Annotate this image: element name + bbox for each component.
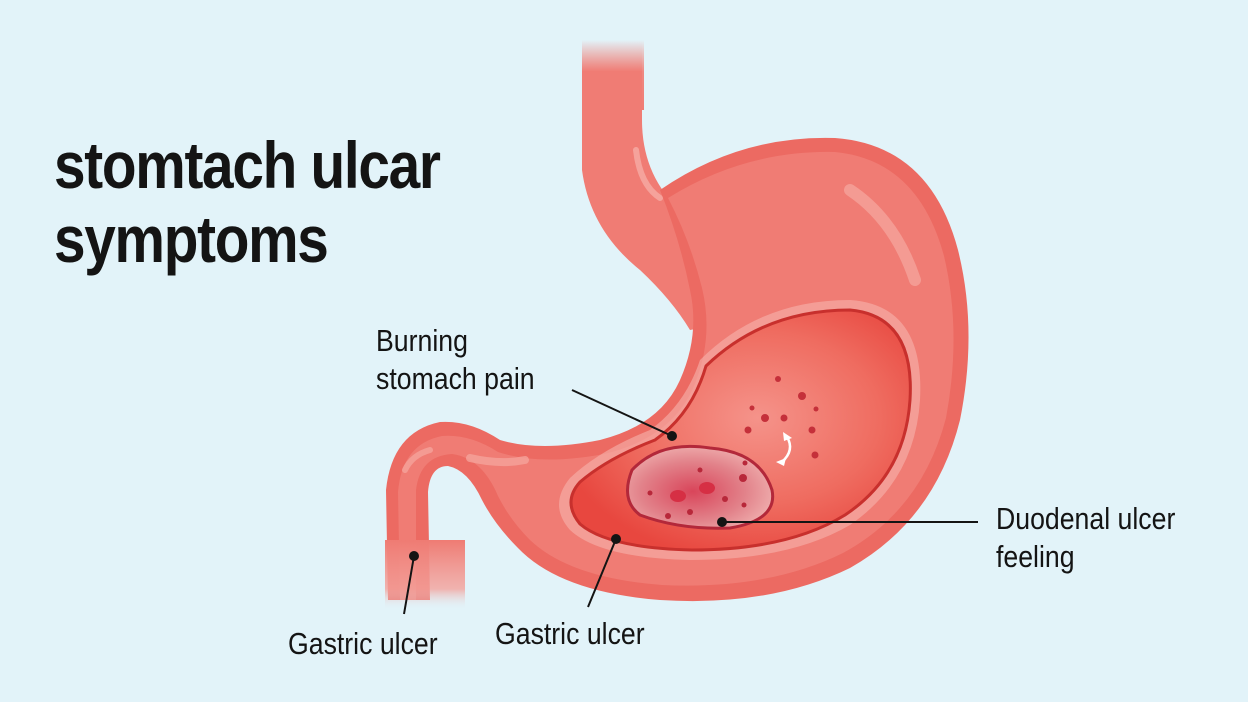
label-gastric-ulcer-left: Gastric ulcer	[288, 626, 438, 661]
diagram-title: stomtach ulcar symptoms	[54, 128, 441, 276]
label-burning-line-2: stomach pain	[376, 361, 535, 396]
leader-lines	[403, 389, 978, 615]
label-duodenal-ulcer-feeling: Duodenal ulcer feeling	[996, 500, 1175, 576]
ulcer-lesion	[626, 444, 775, 530]
label-burning-line-1: Burning	[376, 323, 468, 358]
label-burning-stomach-pain: Burning stomach pain	[376, 322, 535, 398]
leader-dots	[409, 431, 727, 561]
inflammation-dots	[744, 376, 819, 459]
title-line-1: stomtach ulcar	[54, 128, 441, 202]
label-duodenal-line-2: feeling	[996, 539, 1075, 574]
label-duodenal-line-1: Duodenal ulcer	[996, 501, 1176, 536]
label-gastric-ulcer-center: Gastric ulcer	[495, 616, 645, 651]
rotation-arrow-head-icon	[783, 432, 792, 441]
rotation-arrow-tail-icon	[776, 458, 786, 466]
title-line-2: symptoms	[54, 202, 329, 276]
